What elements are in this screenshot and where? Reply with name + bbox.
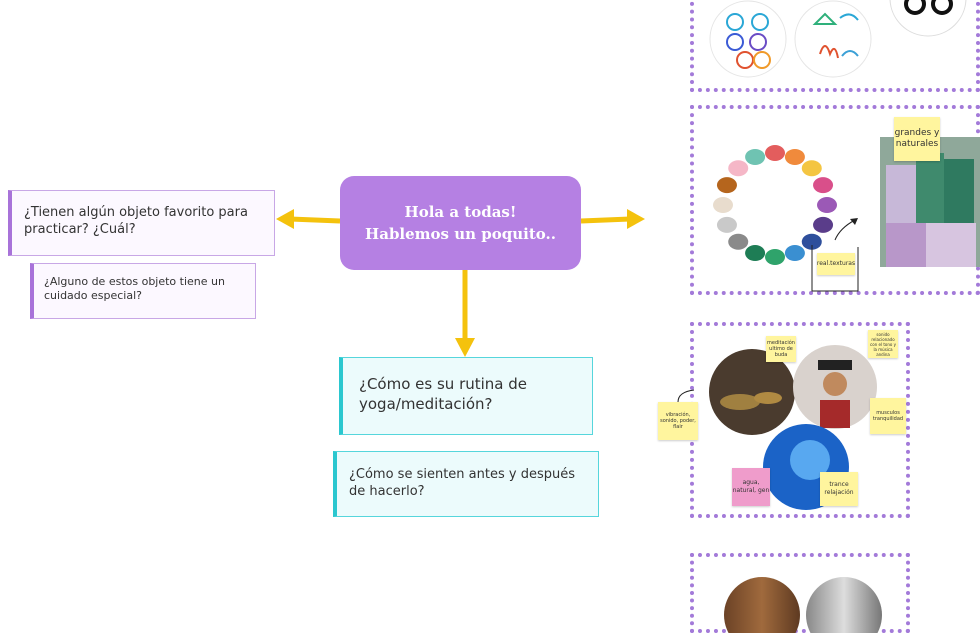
bottom-question-text: ¿Cómo es su rutina de yoga/meditación?: [359, 375, 528, 413]
textures-frame[interactable]: [690, 553, 910, 633]
gemstone: [728, 160, 749, 177]
gemstone: [713, 197, 733, 213]
stones-frame[interactable]: grandes y naturales real.texturas: [690, 105, 980, 295]
gemstone: [745, 245, 766, 262]
gemstone: [765, 249, 785, 265]
gemstone: [813, 216, 834, 233]
gemstone: [813, 177, 834, 194]
gemstone: [784, 148, 805, 165]
sticky-pink-water[interactable]: agua, natural, gen: [732, 468, 770, 506]
gemstone: [745, 148, 766, 165]
arrow-left: [276, 209, 341, 229]
gemstone: [801, 233, 822, 250]
sticky-bowls[interactable]: meditación ultimo de buda: [766, 336, 796, 362]
bottom-subquestion-node[interactable]: ¿Cómo se sienten antes y después de hace…: [333, 451, 599, 517]
bottom-subquestion-text: ¿Cómo se sienten antes y después de hace…: [349, 467, 575, 499]
sticky-flute[interactable]: sonido relacionado con el tono y la músi…: [868, 330, 898, 358]
arrow-right: [580, 209, 645, 229]
central-topic-line1: Hola a todas!: [404, 203, 517, 221]
sticky-tranquility[interactable]: musculos tranquilidad: [870, 398, 906, 434]
central-topic-line2: Hablemos un poquito..: [365, 225, 556, 243]
gemstone: [817, 197, 837, 213]
sticky-trance[interactable]: trance relajación: [820, 472, 858, 506]
sticky-natural[interactable]: grandes y naturales: [894, 117, 940, 161]
sticky-vibration[interactable]: vibración, sonido, poder, flair: [658, 402, 698, 440]
gemstone: [784, 245, 805, 262]
connector-arrows: [276, 209, 645, 357]
sticky-textures[interactable]: real.texturas: [817, 253, 855, 275]
bottom-question-node[interactable]: ¿Cómo es su rutina de yoga/meditación?: [339, 357, 593, 435]
left-question-node[interactable]: ¿Tienen algún objeto favorito para pract…: [8, 190, 275, 256]
symbols-frame[interactable]: [690, 0, 980, 92]
left-question-text: ¿Tienen algún objeto favorito para pract…: [24, 205, 248, 237]
central-topic-node[interactable]: Hola a todas! Hablemos un poquito..: [340, 176, 581, 270]
gemstone: [716, 177, 737, 194]
symbols-image: [709, 0, 967, 78]
left-subquestion-node[interactable]: ¿Alguno de estos objeto tiene un cuidado…: [30, 263, 256, 319]
gemstone: [765, 145, 785, 161]
gemstone: [716, 216, 737, 233]
texture-images: [724, 577, 882, 633]
gemstone: [801, 160, 822, 177]
meditation-frame[interactable]: meditación ultimo de buda sonido relacio…: [690, 322, 910, 518]
gemstone: [728, 233, 749, 250]
arrow-down: [455, 270, 475, 357]
left-subquestion-text: ¿Alguno de estos objeto tiene un cuidado…: [44, 275, 225, 302]
